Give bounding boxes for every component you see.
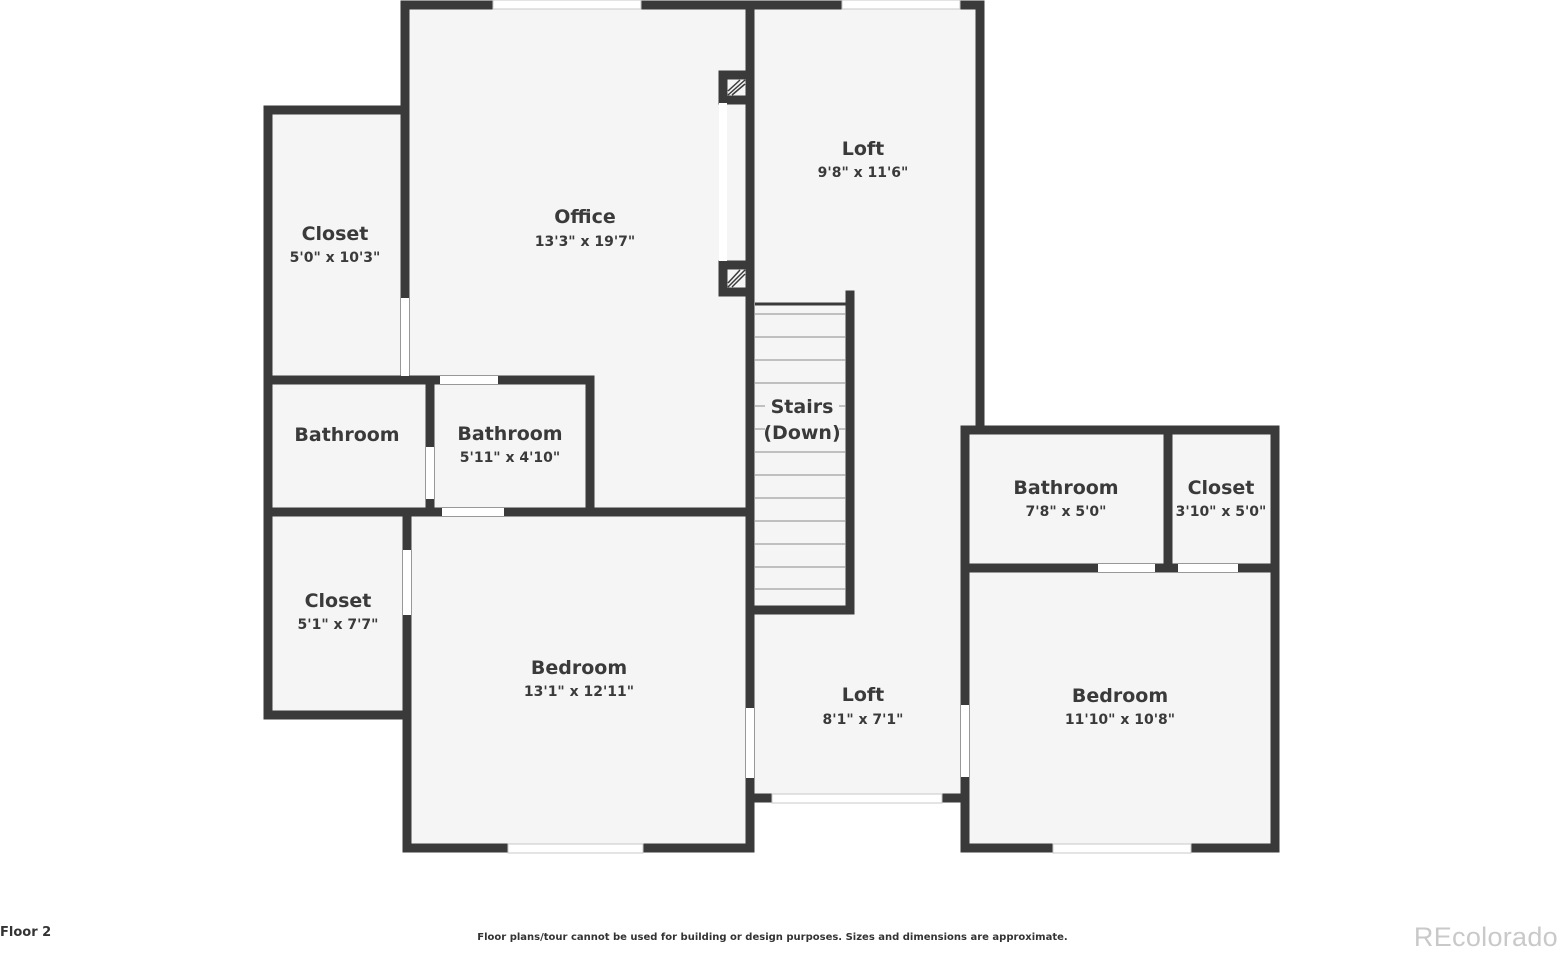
bathroom-middle-dims: 5'11" x 4'10" <box>460 450 560 466</box>
closet-top-left-name: Closet <box>302 223 369 245</box>
bedroom-left-dims: 13'1" x 12'11" <box>524 684 634 700</box>
bedroom-right-dims: 11'10" x 10'8" <box>1065 712 1175 728</box>
office-name: Office <box>554 206 616 228</box>
bathroom-right-name: Bathroom <box>1013 477 1118 499</box>
column-hatches <box>727 79 746 288</box>
stairs-name-line2: (Down) <box>763 422 840 444</box>
disclaimer-text: Floor plans/tour cannot be used for buil… <box>477 932 1068 943</box>
loft-top-name: Loft <box>842 138 885 160</box>
loft-top-dims: 9'8" x 11'6" <box>818 165 909 181</box>
office-dims: 13'3" x 19'7" <box>535 234 635 250</box>
stairs-label-backdrop <box>765 394 839 446</box>
bedroom-left-name: Bedroom <box>531 657 627 679</box>
closet-bottom-left-dims: 5'1" x 7'7" <box>298 617 379 633</box>
bedroom-right-name: Bedroom <box>1072 685 1168 707</box>
bathroom-left-name: Bathroom <box>294 424 399 446</box>
closet-right-dims: 3'10" x 5'0" <box>1176 504 1267 520</box>
openings <box>401 0 1238 854</box>
closet-right-name: Closet <box>1188 477 1255 499</box>
stairs-name-line1: Stairs <box>771 396 834 418</box>
floor-label: Floor 2 <box>0 925 52 940</box>
brand-logo: REcolorado <box>1413 922 1558 952</box>
closet-top-left-dims: 5'0" x 10'3" <box>290 250 381 266</box>
bathroom-middle-name: Bathroom <box>457 423 562 445</box>
loft-bottom-dims: 8'1" x 7'1" <box>823 712 904 728</box>
room-floors <box>268 5 1275 850</box>
loft-bottom-name: Loft <box>842 684 885 706</box>
bathroom-right-dims: 7'8" x 5'0" <box>1026 504 1107 520</box>
closet-bottom-left-name: Closet <box>305 590 372 612</box>
